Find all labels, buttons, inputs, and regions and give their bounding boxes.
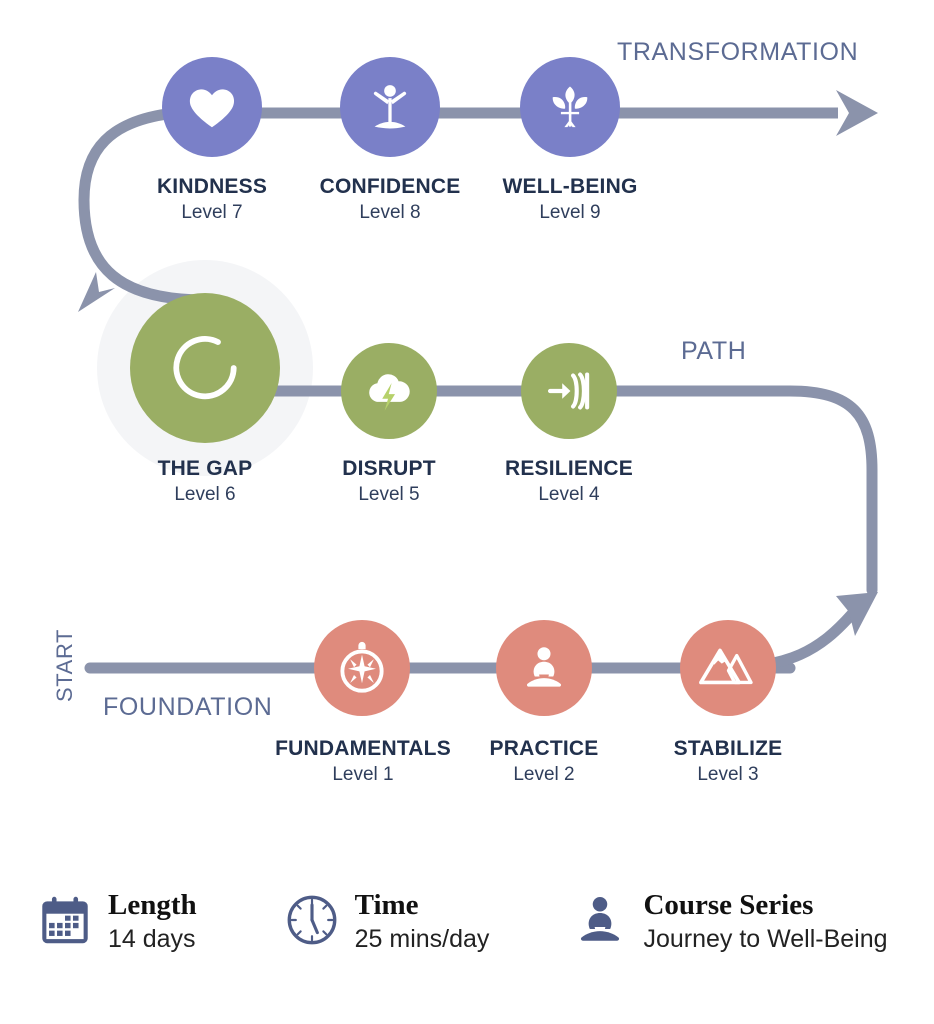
node-level-well-being: Level 9 (539, 202, 601, 224)
node-kindness[interactable] (162, 57, 262, 157)
node-fundamentals[interactable] (314, 620, 410, 716)
footer-title-time: Time (354, 889, 419, 921)
footer-item-time: Time 25 mins/day (283, 889, 490, 955)
label-fundamentals: FUNDAMENTALS Level 1 (213, 737, 513, 788)
node-level-stabilize: Level 3 (697, 764, 759, 786)
node-title-well-being: WELL-BEING (502, 175, 638, 198)
arrow-shield-icon (547, 372, 590, 410)
phase-label-transformation: TRANSFORMATION (617, 38, 859, 66)
label-confidence: CONFIDENCE Level 8 (240, 175, 540, 226)
path-descending-curve (614, 385, 878, 596)
meditation-person-icon (571, 891, 629, 954)
foundation-curve-arrowhead (836, 592, 878, 636)
label-practice: PRACTICE Level 2 (394, 737, 694, 788)
footer-value-course-series: Journey to Well-Being (643, 924, 888, 953)
node-title-disrupt: DISRUPT (342, 457, 436, 480)
footer-item-course-series: Course Series Journey to Well-Being (571, 889, 888, 955)
node-title-kindness: KINDNESS (156, 175, 268, 198)
sprout-icon (552, 86, 588, 128)
label-stabilize: STABILIZE Level 3 (578, 737, 878, 788)
gap-to-kindness-curve (78, 107, 211, 306)
label-kindness: KINDNESS Level 7 (62, 175, 362, 226)
meditation-icon (526, 647, 562, 687)
footer-title-length: Length (108, 889, 197, 921)
gap-curve-arrowhead (78, 272, 115, 312)
node-title-fundamentals: FUNDAMENTALS (275, 737, 451, 760)
phase-label-path: PATH (681, 337, 747, 365)
node-title-stabilize: STABILIZE (673, 737, 783, 760)
node-level-disrupt: Level 5 (358, 484, 420, 506)
node-level-the-gap: Level 6 (174, 484, 236, 506)
node-title-practice: PRACTICE (489, 737, 599, 760)
footer-item-length: Length 14 days (36, 889, 197, 955)
mountains-icon (699, 648, 753, 685)
node-title-resilience: RESILIENCE (504, 457, 634, 480)
person-arms-up-icon (373, 85, 407, 129)
label-well-being: WELL-BEING Level 9 (420, 175, 720, 226)
node-resilience[interactable] (521, 343, 617, 439)
footer-value-time: 25 mins/day (354, 924, 490, 953)
node-level-resilience: Level 4 (538, 484, 600, 506)
calendar-icon (36, 891, 94, 954)
node-title-the-gap: THE GAP (157, 457, 253, 480)
heart-icon (189, 89, 235, 128)
footer-title-course-series: Course Series (643, 889, 814, 921)
node-practice[interactable] (496, 620, 592, 716)
node-disrupt[interactable] (341, 343, 437, 439)
transformation-arrowhead (836, 90, 878, 136)
clock-icon (283, 891, 341, 954)
node-level-fundamentals: Level 1 (332, 764, 394, 786)
node-level-kindness: Level 7 (181, 202, 243, 224)
course-meta-footer: Length 14 days Time (0, 889, 934, 1000)
label-the-gap: THE GAP Level 6 (55, 457, 355, 508)
phase-label-start: START (52, 628, 77, 702)
node-title-confidence: CONFIDENCE (319, 175, 461, 198)
node-confidence[interactable] (340, 57, 440, 157)
label-resilience: RESILIENCE Level 4 (419, 457, 719, 508)
open-circle-icon (173, 336, 237, 400)
label-disrupt: DISRUPT Level 5 (239, 457, 539, 508)
node-stabilize[interactable] (680, 620, 776, 716)
node-level-practice: Level 2 (513, 764, 575, 786)
storm-cloud-icon (369, 374, 410, 411)
node-level-confidence: Level 8 (359, 202, 421, 224)
node-the-gap[interactable] (130, 293, 280, 443)
phase-label-foundation: FOUNDATION (103, 693, 273, 721)
node-well-being[interactable] (520, 57, 620, 157)
footer-value-length: 14 days (108, 924, 196, 953)
compass-icon (340, 641, 384, 693)
